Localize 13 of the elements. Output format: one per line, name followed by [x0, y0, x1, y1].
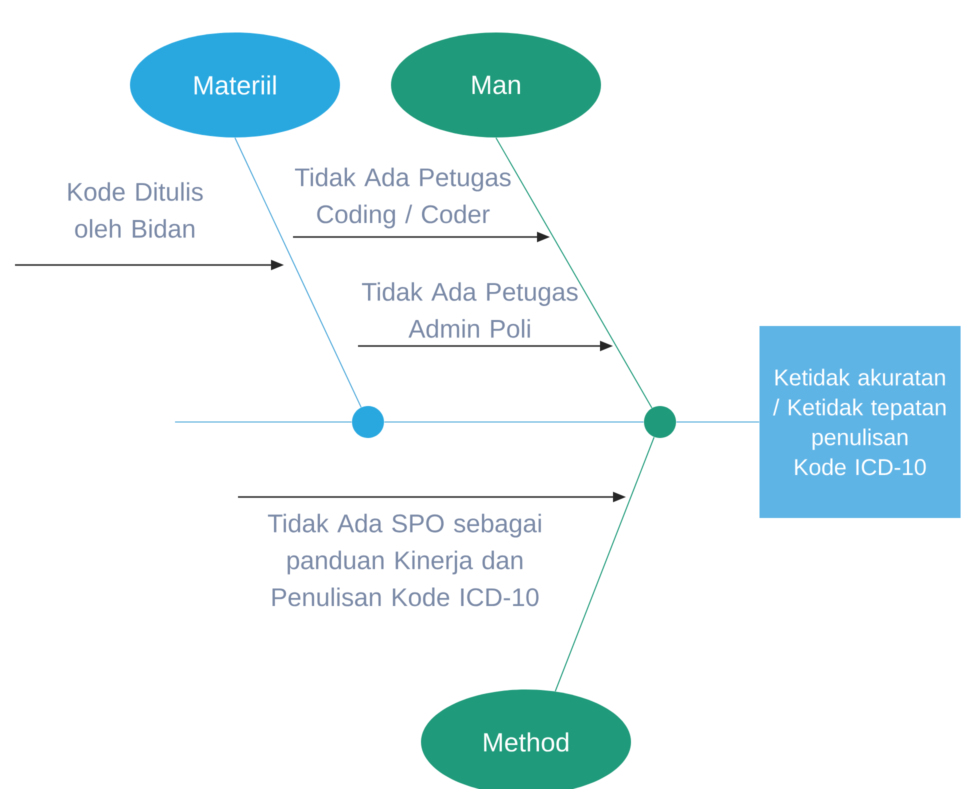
junction-circle [644, 406, 676, 438]
cause-label: Kode Ditulis oleh Bidan [68, 182, 203, 238]
fish-bone-line [676, 421, 760, 423]
fish-bone-line [384, 421, 644, 423]
junction-circle [352, 406, 384, 438]
fish-bone-line [496, 138, 652, 408]
effect-box: Ketidak akuratan / Ketidak tepatan penulisan Kode ICD-10 [760, 326, 960, 518]
cause-label: Tidak Ada Petugas Coding / Coder [295, 168, 511, 228]
cause-label: Tidak Ada Petugas Admin Poli [362, 282, 578, 338]
fish-bone-line [175, 421, 352, 423]
cause-label: Tidak Ada SPO sebagai panduan Kinerja dan Penulisan Kode ICD-10 [268, 514, 541, 606]
fish-bone-line [554, 437, 655, 692]
fish-bone-line [234, 138, 362, 408]
